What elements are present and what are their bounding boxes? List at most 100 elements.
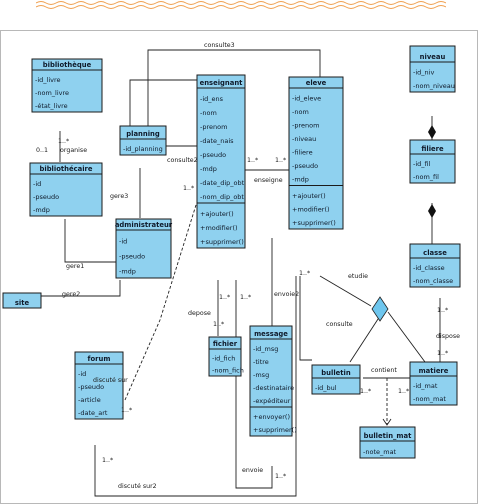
class-box bbox=[409, 45, 456, 93]
edge-discute-sur2 bbox=[94, 276, 297, 497]
class-attribute: -nom bbox=[200, 109, 217, 117]
edge-gere1 bbox=[64, 219, 120, 263]
class-attribute: -nom_livre bbox=[35, 89, 69, 97]
class-attribute: -nom_dip_obt bbox=[200, 193, 244, 201]
class-title: message bbox=[254, 330, 288, 338]
class-attribute: -note_mat bbox=[363, 448, 397, 456]
class-title: administrateur bbox=[115, 221, 173, 229]
class-attribute: -mdp bbox=[33, 206, 50, 214]
class-attribute: -id bbox=[78, 370, 86, 378]
class-attribute: -id_fil bbox=[413, 160, 431, 168]
class-box bbox=[74, 351, 124, 420]
label-dispose: dispose bbox=[436, 333, 460, 340]
class-title: fichier bbox=[213, 340, 238, 348]
decorative-wave-border bbox=[36, 1, 446, 9]
class-attribute: -date_nais bbox=[200, 137, 234, 145]
label-organise: organise bbox=[60, 147, 87, 154]
composition-diamond-niveau bbox=[428, 125, 436, 139]
label-gere1: gere1 bbox=[66, 263, 84, 270]
class-forum: forum-id-pseudo-article-date_art bbox=[74, 351, 124, 420]
association-labels: consulte3 consulte2 1..* 0..1 organise g… bbox=[36, 42, 460, 490]
edge-etudie-matiere bbox=[387, 311, 426, 363]
mult-1n-forum: 1..* bbox=[102, 457, 113, 464]
class-operation: +ajouter() bbox=[292, 192, 326, 200]
mult-1n-depose: 1..* bbox=[219, 294, 230, 301]
class-attribute: -id_ens bbox=[200, 95, 224, 103]
class-filiere: filiere-id_fil-nom_fil bbox=[409, 139, 456, 184]
class-attribute: -id_planning bbox=[123, 145, 163, 153]
mult-1n-envoie: 1..* bbox=[275, 473, 286, 480]
dashed-arrowhead bbox=[382, 418, 392, 426]
class-attribute: -id_bul bbox=[315, 384, 337, 392]
mult-1n-fichier: 1..* bbox=[213, 321, 224, 328]
mult-1n-classe-bottom: 1..* bbox=[437, 350, 448, 357]
mult-1n-classe-top: 1..* bbox=[437, 307, 448, 314]
class-bulletin-mat: bulletin_mat-note_mat bbox=[359, 426, 416, 459]
class-box bbox=[409, 361, 458, 406]
edge-etudie-bulletin bbox=[349, 315, 381, 363]
class-box bbox=[359, 426, 416, 459]
edge-envoie bbox=[235, 280, 273, 489]
class-operation: +modifier() bbox=[292, 205, 330, 213]
label-envoie2: envoie2 bbox=[274, 291, 299, 298]
class-title: bulletin bbox=[321, 369, 351, 377]
class-attribute: -id bbox=[119, 238, 127, 246]
class-planning: planning -id_planning bbox=[119, 125, 167, 156]
class-attribute: -article bbox=[78, 396, 101, 404]
class-bulletin: bulletin -id_bul bbox=[311, 364, 361, 395]
composition-diamond-filiere bbox=[428, 204, 436, 218]
label-contient: contient bbox=[371, 367, 397, 374]
class-attribute: -nom_fich bbox=[212, 366, 244, 374]
class-attribute: -nom_niveau bbox=[413, 82, 455, 90]
class-attribute: -id_niv bbox=[413, 68, 434, 76]
class-attribute: -id_eleve bbox=[292, 94, 321, 102]
edge-discute-sur bbox=[124, 204, 197, 401]
class-box bbox=[29, 162, 103, 217]
edge-planning-enseignant bbox=[129, 79, 197, 126]
ternary-association-diamond bbox=[371, 296, 389, 322]
class-administrateur: administrateur -id -pseudo -mdp bbox=[115, 218, 173, 279]
class-box bbox=[409, 139, 456, 184]
class-attribute: -niveau bbox=[292, 135, 316, 143]
label-consulte2: consulte2 bbox=[167, 157, 198, 164]
mult-1n-discute-sur: 1..* bbox=[121, 407, 132, 414]
class-operation: +supprimer() bbox=[200, 238, 244, 246]
class-title: bibliothécaire bbox=[40, 165, 93, 173]
class-box bbox=[249, 325, 293, 437]
class-attribute: -mdp bbox=[292, 175, 309, 183]
class-attribute: -id bbox=[33, 180, 41, 188]
class-attribute: -date_dip_obt bbox=[200, 179, 245, 187]
class-title: enseignant bbox=[200, 79, 244, 87]
class-enseignant: enseignant-id_ens-nom-prenom-date_nais-p… bbox=[196, 74, 246, 249]
class-box bbox=[311, 364, 361, 395]
class-fichier: fichier-id_fich-nom_fich bbox=[208, 336, 244, 377]
mult-1n-bibliotheque: 1..* bbox=[58, 138, 69, 145]
class-attribute: -msg bbox=[253, 371, 269, 379]
mult-1n-envoie2: 1..* bbox=[240, 294, 251, 301]
class-attribute: -nom_mat bbox=[413, 395, 446, 403]
class-attribute: -id_livre bbox=[35, 76, 61, 84]
class-title: eleve bbox=[306, 79, 327, 87]
class-operation: +ajouter() bbox=[200, 210, 234, 218]
class-attribute: -pseudo bbox=[119, 253, 145, 261]
class-attribute: -nom bbox=[292, 108, 309, 116]
label-gere2: gere2 bbox=[62, 291, 80, 298]
class-attribute: -pseudo bbox=[200, 151, 226, 159]
class-attribute: -mdp bbox=[119, 268, 136, 276]
class-title: planning bbox=[126, 130, 160, 138]
label-enseigne: enseigne bbox=[254, 177, 283, 184]
class-operation: +modifier() bbox=[200, 224, 238, 232]
class-operation: +supprimer() bbox=[292, 219, 336, 227]
class-attribute: -titre bbox=[253, 358, 269, 366]
class-niveau: niveau -id_niv -nom_niveau bbox=[409, 45, 456, 93]
mult-1n-enseigne-right: 1..* bbox=[275, 157, 286, 164]
mult-1n-eleve: 1..* bbox=[299, 270, 310, 277]
class-eleve: eleve-id_eleve-nom-prenom-niveau-filiere… bbox=[288, 76, 344, 230]
class-title: filiere bbox=[421, 145, 444, 153]
class-box bbox=[409, 243, 461, 288]
class-title: site bbox=[15, 299, 30, 307]
class-title: niveau bbox=[420, 53, 446, 61]
class-title: bibliothèque bbox=[43, 61, 92, 69]
mult-1n-enseignant-forum: 1..* bbox=[183, 185, 194, 192]
